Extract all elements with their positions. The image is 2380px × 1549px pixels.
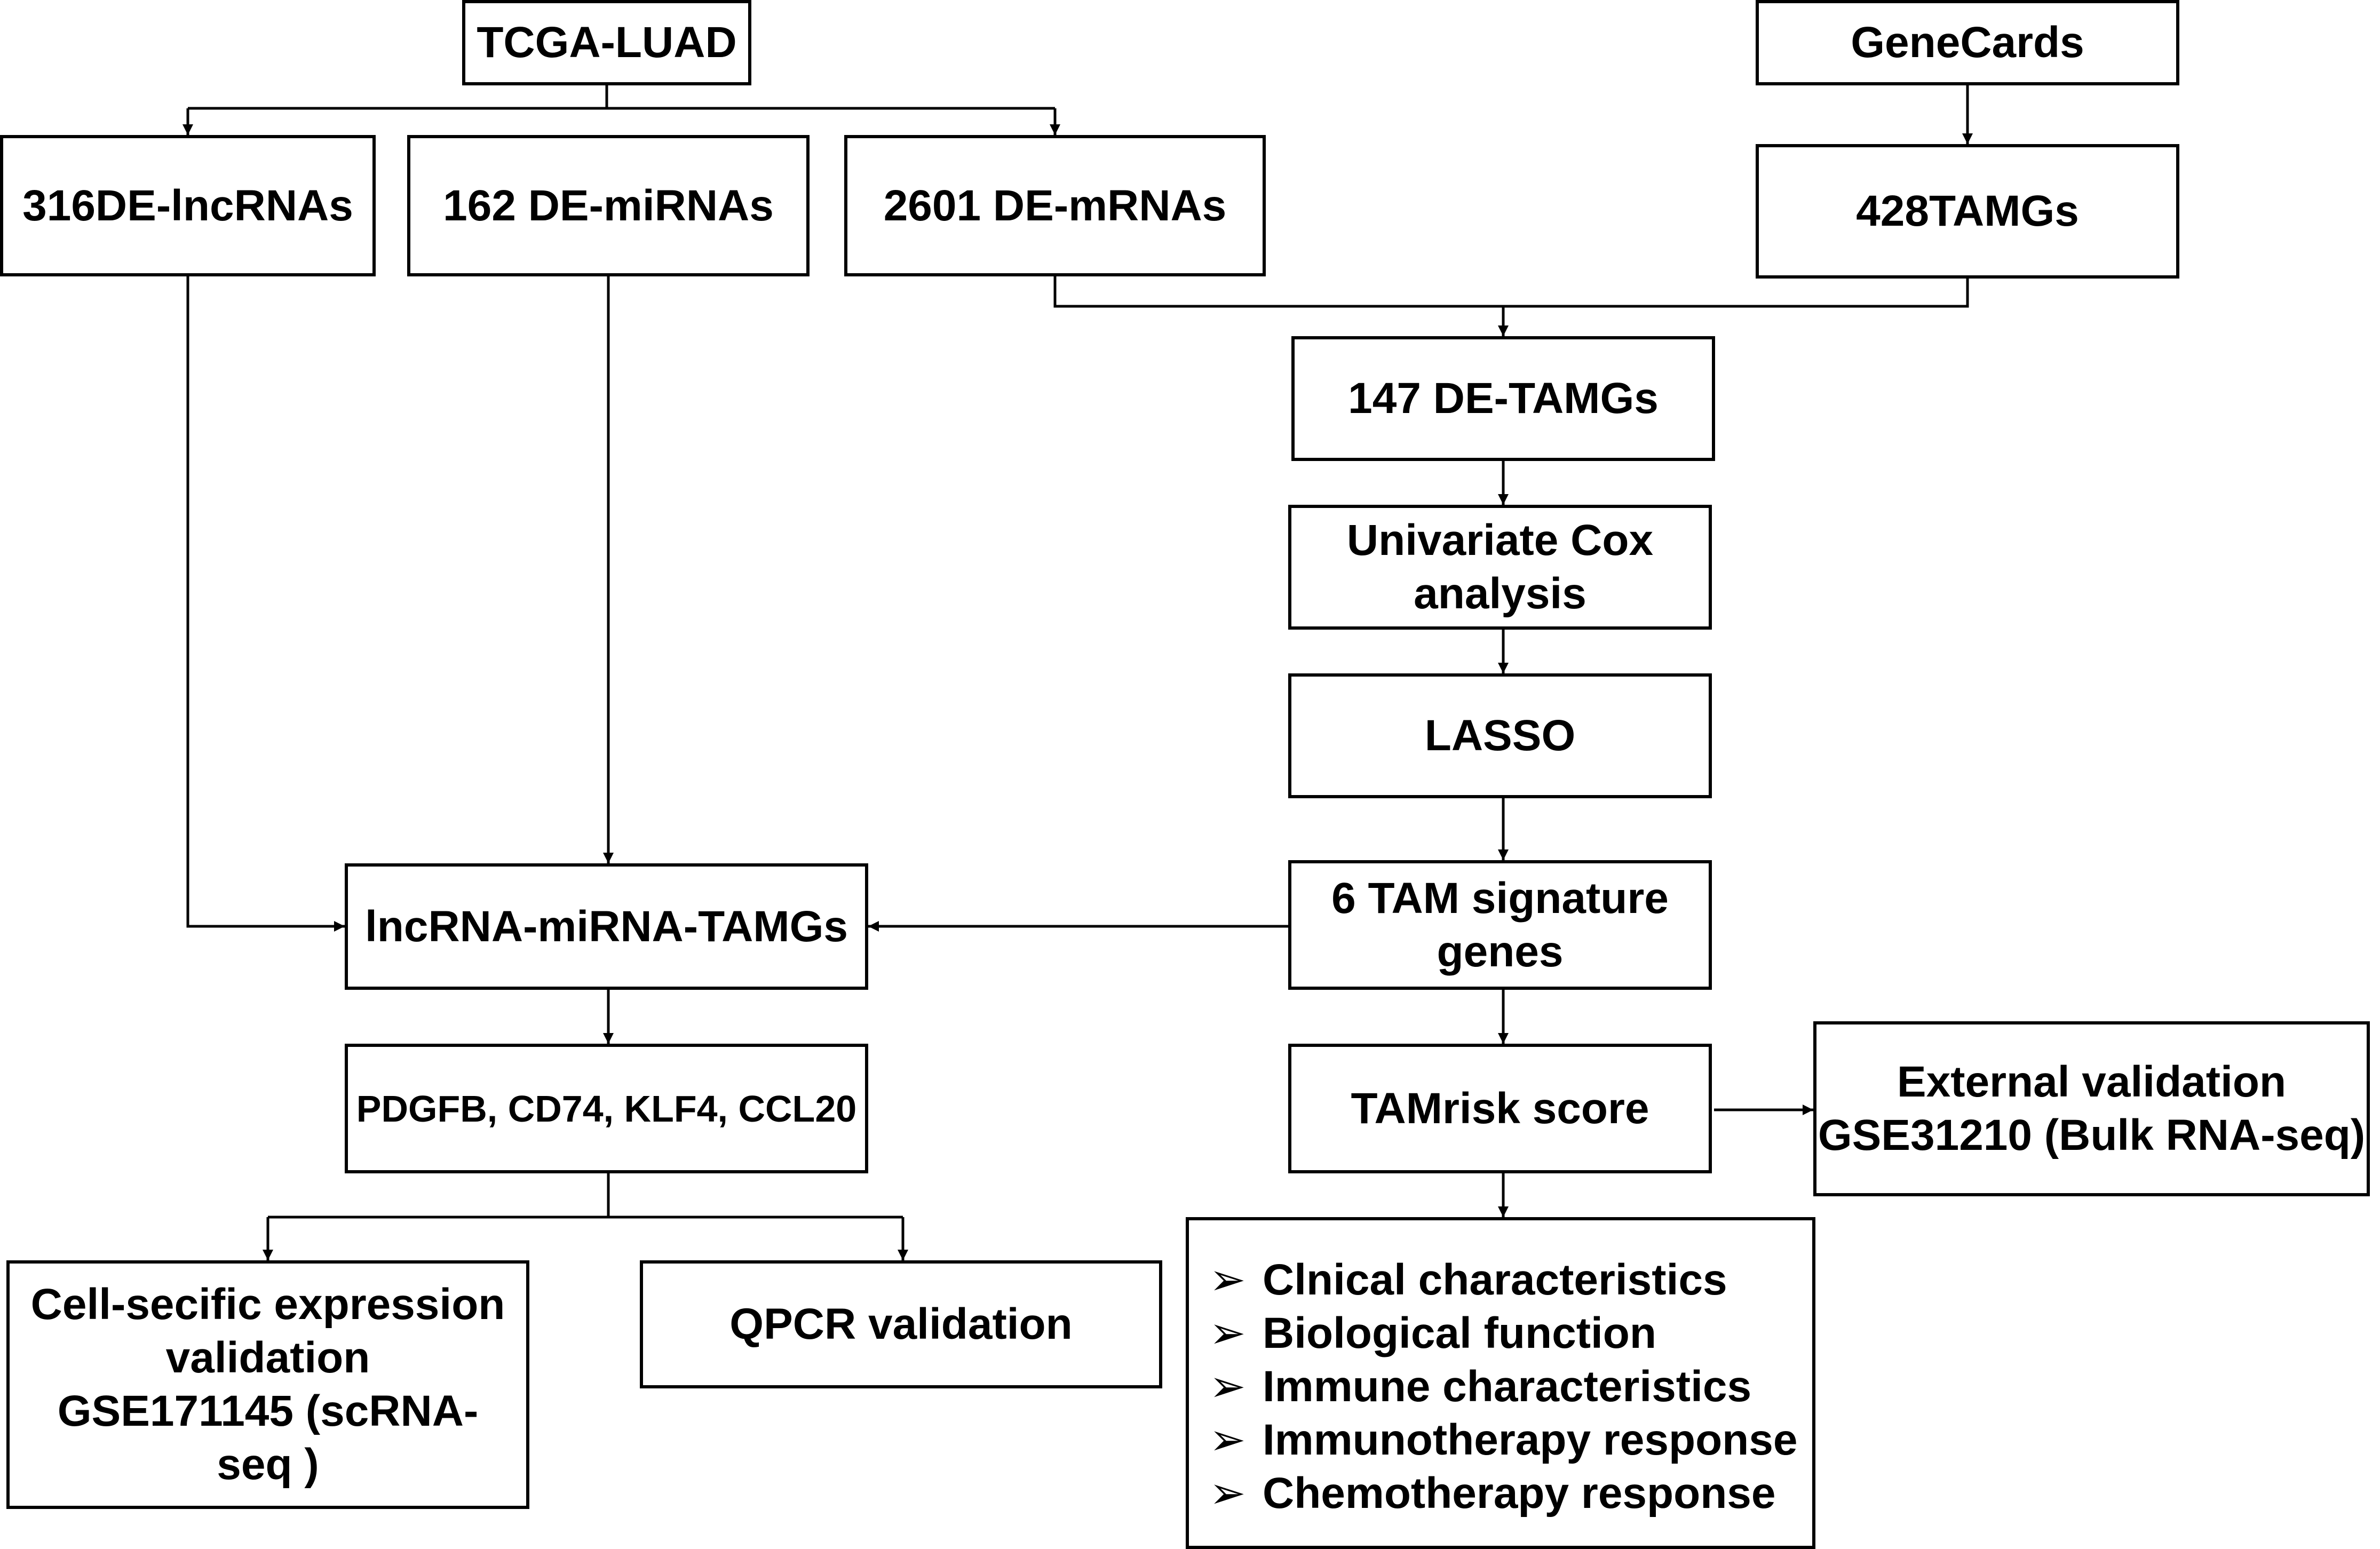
arrow-bullet-icon: ➢ <box>1209 1309 1246 1357</box>
analysis-list: ➢ Clnical characteristics ➢ Biological fun… <box>1209 1253 1812 1520</box>
node-lncrna-mirna-tamgs: lncRNA-miRNA-TAMGs <box>345 863 868 990</box>
node-lncrnas-label: 316DE-lncRNAs <box>22 181 353 230</box>
node-mirnas: 162 DE-miRNAs <box>407 135 810 276</box>
node-external-validation: External validation GSE31210 (Bulk RNA-s… <box>1813 1021 2370 1196</box>
list-item-label: Immune characteristics <box>1263 1362 1752 1411</box>
list-item-label: Immunotherapy response <box>1263 1416 1798 1464</box>
arrow-bullet-icon: ➢ <box>1209 1362 1246 1411</box>
node-cell-specific-validation-label: Cell-secific expression validation GSE17… <box>30 1280 505 1489</box>
node-signature-genes: 6 TAM signature genes <box>1288 860 1712 990</box>
node-lncrna-mirna-tamgs-label: lncRNA-miRNA-TAMGs <box>364 902 848 951</box>
list-item: ➢ Biological function <box>1209 1307 1812 1360</box>
merge-line-mrnas-tamgs <box>1053 276 1969 308</box>
node-tamrisk-score-label: TAMrisk score <box>1351 1084 1649 1133</box>
node-de-tamgs-label: 147 DE-TAMGs <box>1348 374 1659 423</box>
node-cell-specific-validation: Cell-secific expression validation GSE17… <box>6 1260 529 1509</box>
node-hub-genes: PDGFB, CD74, KLF4, CCL20 <box>345 1044 868 1173</box>
list-item: ➢ Immunotherapy response <box>1209 1413 1812 1467</box>
node-qpcr-validation: QPCR validation <box>640 1260 1162 1388</box>
node-signature-genes-label: 6 TAM signature genes <box>1331 873 1669 976</box>
node-lasso: LASSO <box>1288 673 1712 798</box>
node-genecards-label: GeneCards <box>1851 18 2084 67</box>
node-lncrnas: 316DE-lncRNAs <box>0 135 376 276</box>
node-tamgs-label: 428TAMGs <box>1856 187 2079 235</box>
node-external-validation-label: External validation GSE31210 (Bulk RNA-s… <box>1818 1058 2366 1159</box>
node-univariate-cox-label: Univariate Cox analysis <box>1346 516 1654 618</box>
tcga-split-line <box>188 85 1055 110</box>
node-mrnas: 2601 DE-mRNAs <box>844 135 1266 276</box>
list-item-label: Biological function <box>1263 1309 1656 1357</box>
list-item-label: Clnical characteristics <box>1263 1256 1727 1304</box>
list-item: ➢ Clnical characteristics <box>1209 1253 1812 1307</box>
list-item: ➢ Immune characteristics <box>1209 1360 1812 1413</box>
node-mrnas-label: 2601 DE-mRNAs <box>883 181 1227 230</box>
node-tcga-luad-label: TCGA-LUAD <box>477 18 737 67</box>
arrow-lncrnas-network <box>186 276 345 932</box>
node-tamrisk-score: TAMrisk score <box>1288 1044 1712 1173</box>
node-lasso-label: LASSO <box>1424 711 1576 760</box>
node-mirnas-label: 162 DE-miRNAs <box>443 181 774 230</box>
arrow-bullet-icon: ➢ <box>1209 1469 1246 1518</box>
list-item: ➢ Chemotherapy response <box>1209 1467 1812 1520</box>
node-de-tamgs: 147 DE-TAMGs <box>1291 336 1715 461</box>
node-qpcr-validation-label: QPCR validation <box>729 1300 1073 1348</box>
arrow-bullet-icon: ➢ <box>1209 1416 1246 1464</box>
node-tcga-luad: TCGA-LUAD <box>462 0 751 85</box>
genes-split-line <box>268 1173 903 1219</box>
node-hub-genes-label: PDGFB, CD74, KLF4, CCL20 <box>356 1087 857 1130</box>
list-item-label: Chemotherapy response <box>1263 1469 1776 1518</box>
node-univariate-cox: Univariate Cox analysis <box>1288 505 1712 630</box>
node-downstream-analyses: ➢ Clnical characteristics ➢ Biological fun… <box>1186 1217 1815 1549</box>
node-tamgs: 428TAMGs <box>1756 144 2179 279</box>
arrow-bullet-icon: ➢ <box>1209 1256 1246 1304</box>
node-genecards: GeneCards <box>1756 0 2179 85</box>
